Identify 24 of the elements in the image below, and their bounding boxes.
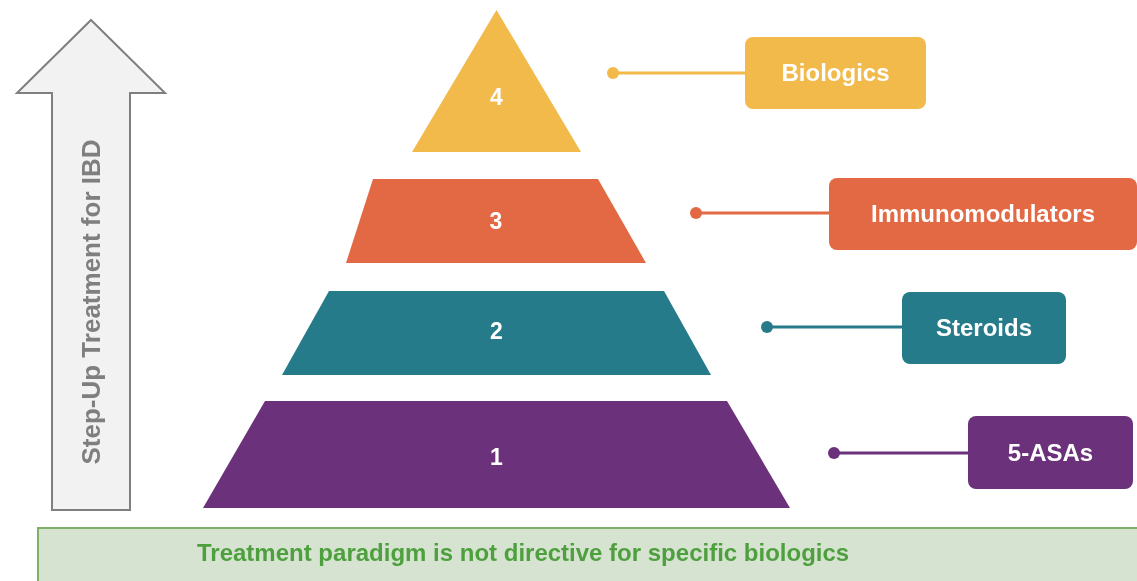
label-tag <box>968 416 1133 489</box>
leader-line <box>761 321 902 333</box>
label-tag <box>829 178 1137 250</box>
note-banner <box>37 527 1137 581</box>
leader-line <box>828 447 968 459</box>
tag-text: Biologics <box>781 59 890 87</box>
pyramid-tier <box>346 179 646 263</box>
pyramid-tier <box>412 10 581 152</box>
tag-text: 5-ASAs <box>1007 438 1094 467</box>
tier-number: 2 <box>490 317 503 345</box>
label-tag <box>902 292 1066 364</box>
up-arrow-shape <box>17 20 165 510</box>
leader-line <box>607 67 745 79</box>
arrow-label: Step-Up Treatment for IBD <box>75 139 107 464</box>
tag-text: Immunomodulators <box>871 200 1095 228</box>
tier-number: 4 <box>490 83 503 111</box>
tier-number: 3 <box>489 207 503 235</box>
note-text: Treatment paradigm is not directive for specific biologics <box>197 539 850 567</box>
leader-line <box>690 207 829 219</box>
tier-number: 1 <box>490 443 503 471</box>
tag-text: Steroids <box>936 314 1032 342</box>
pyramid-tier <box>203 401 790 508</box>
pyramid-tier <box>282 291 711 375</box>
label-tag <box>745 37 926 109</box>
